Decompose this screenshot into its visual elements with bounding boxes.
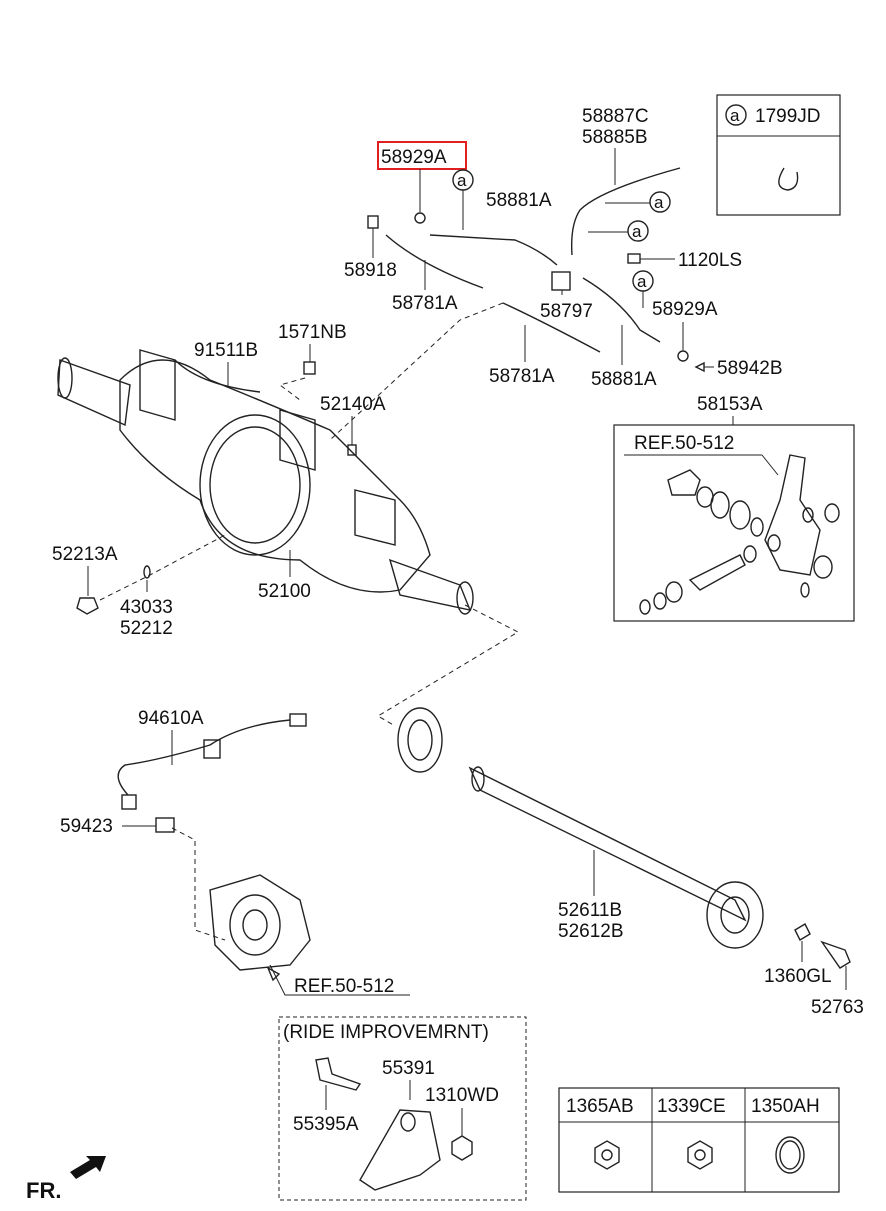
washer-icon <box>794 923 811 941</box>
knuckle-icon <box>764 454 821 576</box>
label-58942B[interactable]: 58942B <box>717 358 783 379</box>
axle-flange-icon <box>706 881 764 949</box>
label-55395A[interactable]: 55395A <box>293 1114 359 1135</box>
bolt-icon <box>315 1057 362 1091</box>
hub-carrier-group: REF.50-512 <box>209 874 410 997</box>
fastener-table: 1365AB 1339CE 1350AH <box>558 1087 840 1193</box>
brake-line-group: 58929A a 58887C 58885B a a 58881A 58918 … <box>329 106 783 441</box>
callout-a: a <box>654 193 664 212</box>
table-header-1365AB[interactable]: 1365AB <box>566 1096 634 1117</box>
sensor-bushing-icon <box>155 817 175 833</box>
label-58929A-highlighted[interactable]: 58929A <box>381 147 447 168</box>
label-1360GL[interactable]: 1360GL <box>764 966 832 987</box>
label-52213A[interactable]: 52213A <box>52 544 118 565</box>
label-52611B[interactable]: 52611B <box>558 900 622 921</box>
label-58885B[interactable]: 58885B <box>582 127 648 148</box>
abs-sensor-group: 94610A 59423 <box>60 708 307 941</box>
label-ref-bottom[interactable]: REF.50-512 <box>294 976 394 997</box>
brake-pipe-icon <box>385 234 484 289</box>
callout-legend-box: a 1799JD <box>716 94 841 216</box>
callout-a: a <box>637 272 647 291</box>
label-ref-top[interactable]: REF.50-512 <box>634 433 734 454</box>
label-58918[interactable]: 58918 <box>344 260 397 281</box>
label-52763[interactable]: 52763 <box>811 997 864 1018</box>
axle-tube-left-icon <box>57 359 131 427</box>
brake-hose-icon <box>570 167 681 256</box>
axle-housing-assembly: 91511B 1571NB 52140A 52213A 43033 52212 … <box>52 322 520 727</box>
front-arrow-icon <box>70 1156 106 1179</box>
junction-block-icon <box>551 271 571 291</box>
label-91511B[interactable]: 91511B <box>194 340 258 361</box>
nut-icon <box>451 1135 473 1161</box>
abs-sensor-cable-icon <box>117 719 291 796</box>
label-58887C[interactable]: 58887C <box>582 106 649 127</box>
label-52212[interactable]: 52212 <box>120 618 173 639</box>
brake-pipe-icon <box>502 302 601 353</box>
bearing-icon <box>397 707 443 773</box>
label-1310WD[interactable]: 1310WD <box>425 1085 499 1106</box>
ride-improvement-title: (RIDE IMPROVEMRNT) <box>283 1022 489 1043</box>
label-52140A[interactable]: 52140A <box>320 394 386 415</box>
table-header-1350AH[interactable]: 1350AH <box>751 1096 820 1117</box>
ride-improvement-box: (RIDE IMPROVEMRNT) 55391 1310WD 55395A <box>278 1016 527 1201</box>
hex-nut-icon <box>687 1140 713 1170</box>
label-94610A[interactable]: 94610A <box>138 708 204 729</box>
differential-opening-icon <box>199 414 311 556</box>
callout-letter: a <box>730 106 740 125</box>
front-direction-indicator: FR. <box>26 1156 106 1203</box>
brake-pipe-icon <box>429 234 558 266</box>
label-59423[interactable]: 59423 <box>60 816 113 837</box>
callout-part-number: 1799JD <box>755 106 821 127</box>
clip-icon <box>778 167 799 191</box>
highlight-box <box>377 141 467 170</box>
hub-carrier-icon <box>209 874 311 971</box>
label-52100[interactable]: 52100 <box>258 581 311 602</box>
label-58797[interactable]: 58797 <box>540 301 593 322</box>
label-1120LS[interactable]: 1120LS <box>678 250 742 271</box>
label-58881A-mid[interactable]: 58881A <box>591 369 657 390</box>
label-55391[interactable]: 55391 <box>382 1058 435 1079</box>
nut-icon <box>414 212 426 224</box>
brake-pipe-icon <box>582 277 661 343</box>
table-header-1339CE[interactable]: 1339CE <box>657 1096 726 1117</box>
bolt-icon <box>820 940 851 969</box>
label-1571NB[interactable]: 1571NB <box>278 322 347 343</box>
drain-plug-icon <box>76 597 99 615</box>
label-52612B[interactable]: 52612B <box>558 921 624 942</box>
callout-a: a <box>632 222 642 241</box>
label-58781A-mid[interactable]: 58781A <box>489 366 555 387</box>
label-58881A-top[interactable]: 58881A <box>486 190 552 211</box>
knuckle-detail-box: 58153A REF.50-512 <box>613 394 855 622</box>
axle-shaft-group: 52611B 52612B 1360GL 52763 <box>397 707 864 1018</box>
axle-shaft-icon <box>468 766 747 922</box>
axle-housing-icon <box>119 359 431 593</box>
front-label: FR. <box>26 1178 61 1203</box>
washer-icon <box>775 1136 805 1174</box>
label-58929A-right[interactable]: 58929A <box>652 299 718 320</box>
hex-nut-icon <box>594 1140 620 1170</box>
label-58153A[interactable]: 58153A <box>697 394 763 415</box>
label-58781A-top[interactable]: 58781A <box>392 293 458 314</box>
bracket-icon <box>359 1109 441 1191</box>
callout-a: a <box>457 171 467 190</box>
label-43033[interactable]: 43033 <box>120 597 173 618</box>
